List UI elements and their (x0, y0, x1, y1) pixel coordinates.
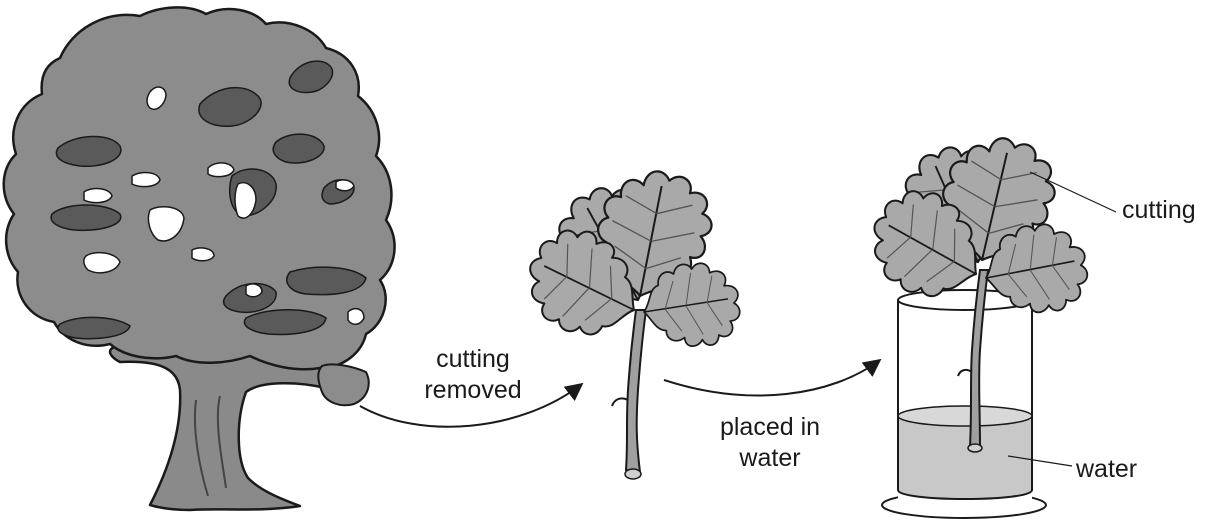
label-placed-in-water-line1: placed in (690, 412, 850, 443)
label-placed-in-water: placed in water (690, 412, 850, 474)
label-cutting-removed: cutting removed (398, 344, 548, 406)
label-cutting-removed-line1: cutting (398, 344, 548, 375)
oak-tree (4, 7, 395, 510)
label-water: water (1076, 454, 1137, 485)
water-surface (898, 406, 1032, 426)
label-placed-in-water-line2: water (690, 443, 850, 474)
label-cutting: cutting (1122, 195, 1196, 226)
arrow-placed-in-water (664, 360, 880, 395)
water-body (898, 416, 1032, 499)
label-cutting-removed-line2: removed (398, 375, 548, 406)
cutting-stem (626, 310, 646, 472)
tree-trunk (110, 346, 335, 510)
beaker-of-water (855, 128, 1095, 518)
